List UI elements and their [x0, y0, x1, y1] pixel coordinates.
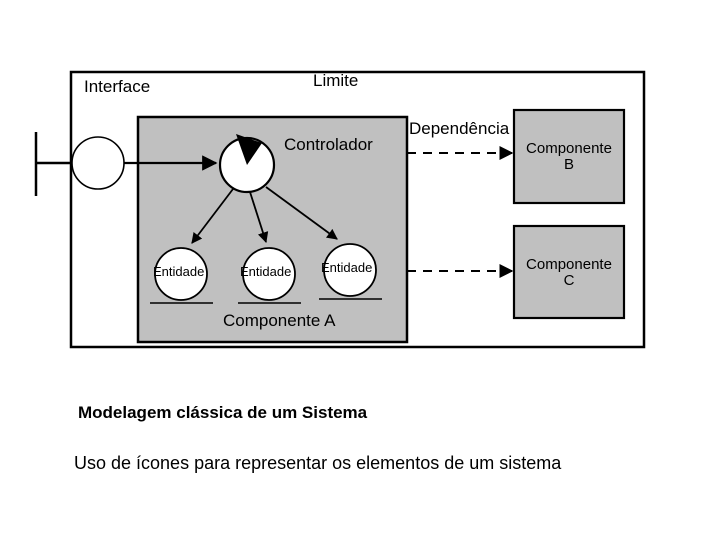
- component-c-label: Componente C: [514, 257, 624, 289]
- component-b-label-line2: B: [563, 155, 574, 173]
- controller-label: Controlador: [284, 135, 373, 154]
- component-b-label-line1: Componente: [526, 140, 612, 157]
- component-a-label: Componente A: [223, 311, 336, 330]
- entity-label-1: Entidade: [153, 264, 205, 279]
- controller-to-entity-1-arrow: [191, 188, 234, 244]
- controller-arrow-icon: [236, 134, 262, 165]
- component-b-label: Componente B: [514, 141, 624, 173]
- component-b-box: [512, 108, 626, 205]
- entity-circle-icon-1: [154, 247, 208, 301]
- interface-circle-icon: [71, 136, 125, 190]
- component-c-label-line2: C: [563, 271, 575, 289]
- caption-title: Modelagem clássica de um Sistema: [78, 403, 368, 422]
- entity-label-2: Entidade: [240, 264, 292, 279]
- dependency-label: Dependência: [409, 119, 510, 138]
- boundary-label: Limite: [313, 71, 359, 90]
- caption-body: Uso de ícones para representar os elemen…: [74, 453, 562, 473]
- controller-to-entity-3-arrow: [265, 186, 338, 240]
- entity-label-3: Entidade: [321, 260, 373, 275]
- component-c-box: [512, 224, 626, 320]
- component-c-label-line1: Componente: [526, 256, 612, 273]
- interface-label: Interface: [84, 77, 151, 96]
- controller-to-entity-2-arrow: [249, 191, 269, 244]
- entity-circle-icon-3: [323, 243, 377, 297]
- entity-circle-icon-2: [242, 247, 296, 301]
